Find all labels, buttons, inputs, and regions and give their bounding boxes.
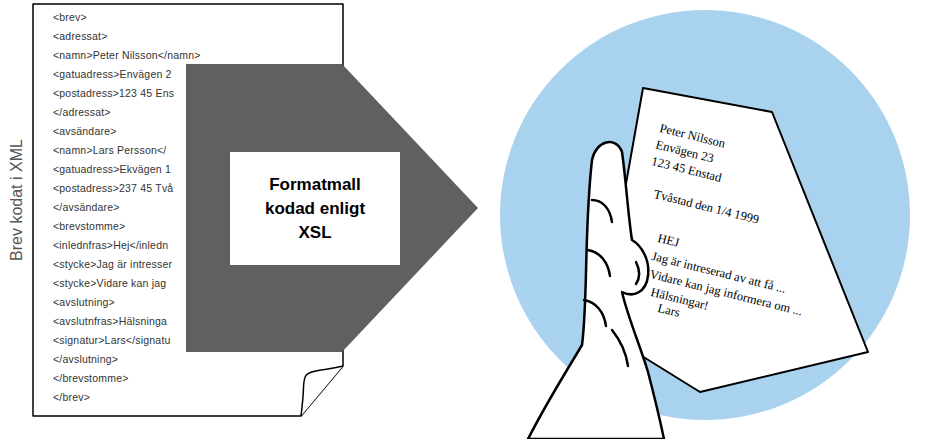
xml-line: <brev>: [53, 10, 87, 24]
xml-line: <avslutning>: [53, 295, 115, 309]
dog-ear-fold: [301, 366, 343, 416]
letter-sheet: Peter Nilsson Envägen 23 123 45 EnstadTv…: [600, 80, 880, 400]
xml-line: <avslutnfras>Hälsninga: [53, 314, 167, 328]
xml-line: </adressat>: [53, 105, 111, 119]
xml-line: <inlednfras>Hej</inledn: [53, 238, 168, 252]
xml-line: <postadress>123 45 Ens: [53, 86, 174, 100]
xml-line: <stycke>Jag är intresser: [53, 257, 172, 271]
xsl-arrow: Formatmall kodad enligt XSL: [186, 64, 478, 352]
xml-line: </avsändare>: [53, 200, 120, 214]
finger-crease: [592, 200, 612, 222]
xml-line: <avsändare>: [53, 124, 117, 138]
xml-line: <signatur>Lars</signatu: [53, 333, 171, 347]
stylesheet-label: Formatmall kodad enligt XSL: [230, 152, 400, 265]
xml-line: <brevstomme>: [53, 219, 125, 233]
xml-line: </brevstomme>: [53, 371, 129, 385]
sheet-outline: [600, 80, 880, 400]
xml-line: </avslutning>: [53, 352, 118, 366]
xml-line: <adressat>: [53, 29, 108, 43]
arrow-shape: [186, 64, 478, 352]
rotated-caption: Brev kodat i XML: [8, 139, 26, 261]
sheet-outline: [600, 88, 868, 392]
xml-line: <namn>Peter Nilsson</namn>: [53, 48, 201, 62]
blue-disc: [500, 10, 910, 420]
xml-line: <gatuadress>Ekvägen 1: [53, 162, 171, 176]
xml-line: <gatuadress>Envägen 2: [53, 67, 172, 81]
xml-line: <postadress>237 45 Två: [53, 181, 173, 195]
xml-line: </brev>: [53, 390, 90, 404]
xml-line: <stycke>Vidare kan jag: [53, 276, 166, 290]
finger-crease: [588, 250, 610, 276]
xml-line: <namn>Lars Persson</: [53, 143, 166, 157]
